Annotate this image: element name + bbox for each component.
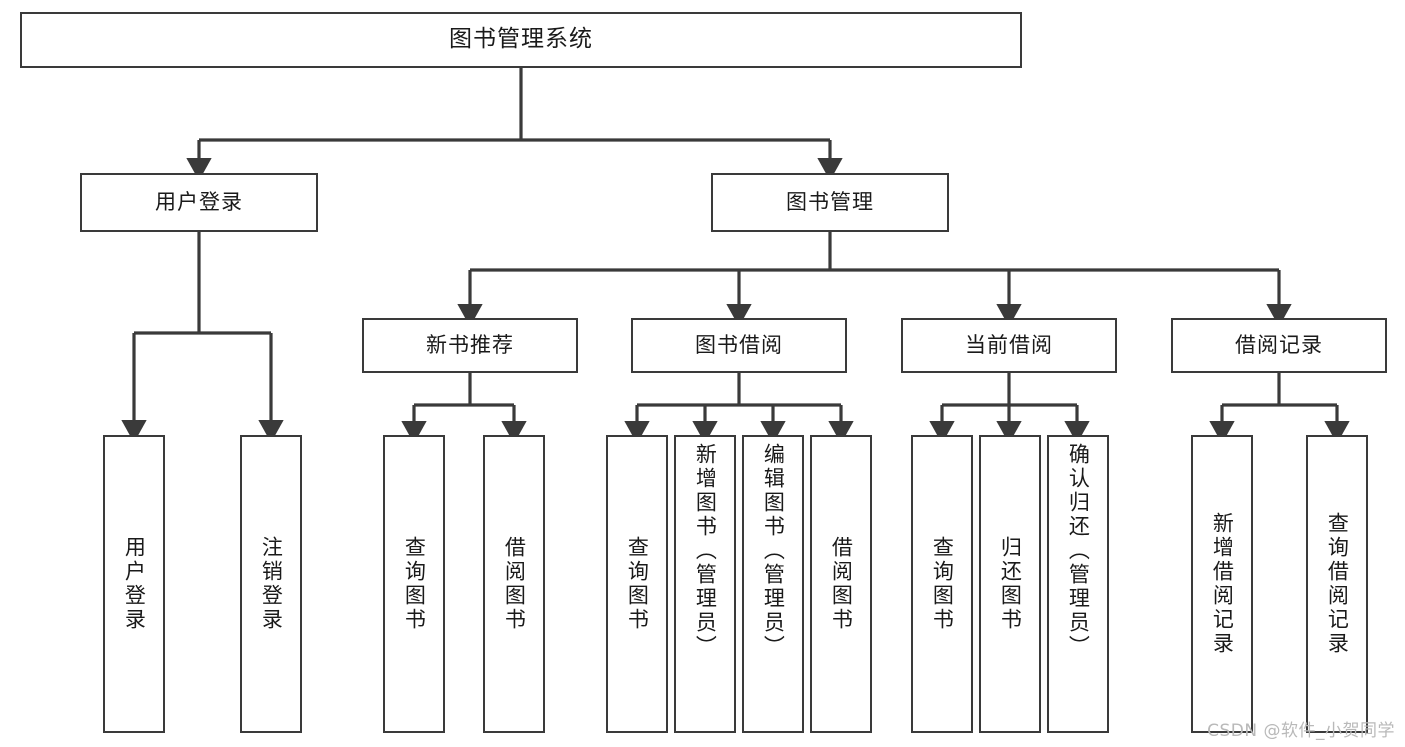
node-leaf-logout-label: 注销登录: [259, 536, 284, 632]
node-leaf-edit-book-label: 编辑图书（管理员）: [761, 443, 786, 659]
node-leaf-query-record-label: 查询借阅记录: [1325, 512, 1350, 656]
node-borrow-record[interactable]: 借阅记录: [1171, 318, 1387, 373]
node-leaf-query-book-1[interactable]: 查询图书: [383, 435, 445, 733]
node-leaf-add-book-label: 新增图书（管理员）: [693, 443, 718, 659]
node-book-manage-label: 图书管理: [786, 190, 874, 215]
node-leaf-return-book-label: 归还图书: [998, 536, 1023, 632]
node-leaf-user-login-label: 用户登录: [122, 536, 147, 632]
node-new-book-recommend-label: 新书推荐: [426, 333, 514, 358]
node-leaf-query-book-1-label: 查询图书: [402, 536, 427, 632]
node-root[interactable]: 图书管理系统: [20, 12, 1022, 68]
node-leaf-borrow-book-2[interactable]: 借阅图书: [810, 435, 872, 733]
node-book-borrow[interactable]: 图书借阅: [631, 318, 847, 373]
node-book-manage[interactable]: 图书管理: [711, 173, 949, 232]
node-leaf-add-record[interactable]: 新增借阅记录: [1191, 435, 1253, 733]
node-leaf-borrow-book-2-label: 借阅图书: [829, 536, 854, 632]
node-current-borrow-label: 当前借阅: [965, 333, 1053, 358]
node-leaf-borrow-book-1-label: 借阅图书: [502, 536, 527, 632]
node-leaf-edit-book[interactable]: 编辑图书（管理员）: [742, 435, 804, 733]
node-leaf-query-record[interactable]: 查询借阅记录: [1306, 435, 1368, 733]
node-user-login-label: 用户登录: [155, 190, 243, 215]
node-borrow-record-label: 借阅记录: [1235, 333, 1323, 358]
node-leaf-borrow-book-1[interactable]: 借阅图书: [483, 435, 545, 733]
node-leaf-return-book[interactable]: 归还图书: [979, 435, 1041, 733]
node-leaf-user-login[interactable]: 用户登录: [103, 435, 165, 733]
node-leaf-add-book[interactable]: 新增图书（管理员）: [674, 435, 736, 733]
node-leaf-logout[interactable]: 注销登录: [240, 435, 302, 733]
node-user-login[interactable]: 用户登录: [80, 173, 318, 232]
node-leaf-query-book-2[interactable]: 查询图书: [606, 435, 668, 733]
node-leaf-query-book-3-label: 查询图书: [930, 536, 955, 632]
node-leaf-add-record-label: 新增借阅记录: [1210, 512, 1235, 656]
node-leaf-confirm-return-label: 确认归还（管理员）: [1066, 443, 1091, 659]
node-leaf-query-book-2-label: 查询图书: [625, 536, 650, 632]
node-leaf-confirm-return[interactable]: 确认归还（管理员）: [1047, 435, 1109, 733]
node-book-borrow-label: 图书借阅: [695, 333, 783, 358]
node-current-borrow[interactable]: 当前借阅: [901, 318, 1117, 373]
node-new-book-recommend[interactable]: 新书推荐: [362, 318, 578, 373]
node-root-label: 图书管理系统: [449, 26, 593, 53]
node-leaf-query-book-3[interactable]: 查询图书: [911, 435, 973, 733]
